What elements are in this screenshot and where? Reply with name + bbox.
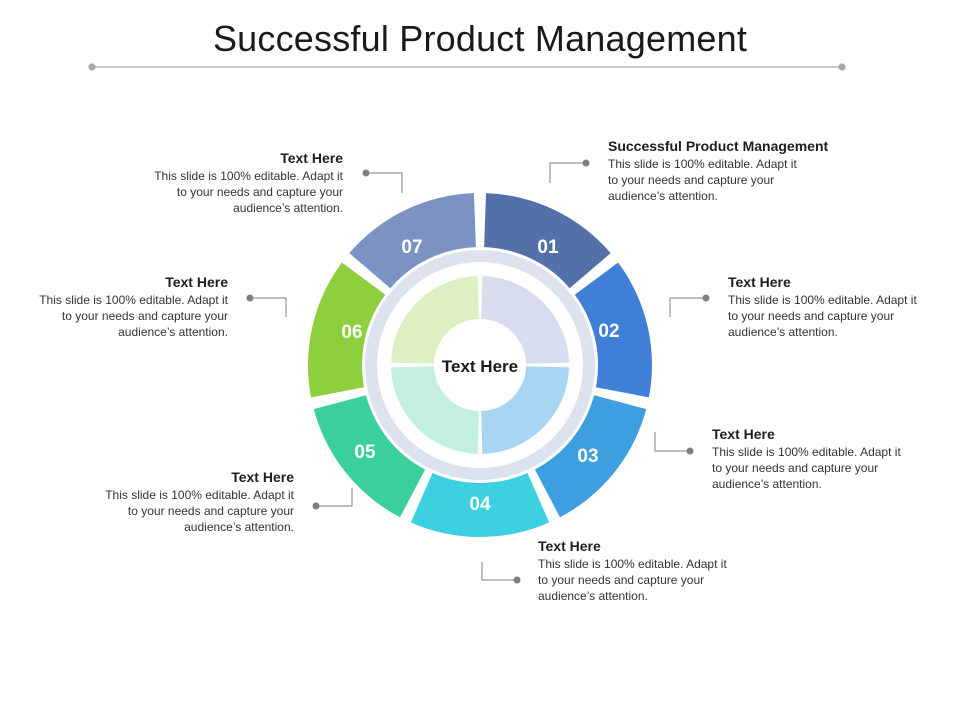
segment-number-04: 04 <box>469 494 491 515</box>
center-label: Text Here <box>442 357 518 376</box>
inner-quadrant-top-right <box>481 276 569 364</box>
connectors <box>246 159 710 584</box>
callout-03-text: This slide is 100% editable. Adapt it to… <box>712 445 901 491</box>
inner-quadrant-bottom-left <box>391 366 479 454</box>
connector-01 <box>549 159 590 183</box>
connector-02 <box>669 294 710 317</box>
segment-05 <box>313 395 426 518</box>
segment-number-06: 06 <box>341 322 362 343</box>
inner-quadrant-top-left <box>391 276 479 364</box>
callout-07-text: This slide is 100% editable. Adapt it to… <box>154 169 343 215</box>
callout-01-heading: Successful Product Management <box>608 138 829 154</box>
callout-06-heading: Text Here <box>165 274 228 290</box>
inner-quadrants <box>391 276 569 454</box>
segment-number-01: 01 <box>537 237 559 258</box>
segment-04 <box>410 473 550 538</box>
outer-segments <box>308 193 652 538</box>
segment-01 <box>484 193 611 289</box>
page-title: Successful Product Management <box>212 18 748 59</box>
callout-05: Text Here This slide is 100% editable. A… <box>94 469 294 535</box>
segment-07 <box>349 193 476 289</box>
callout-06-text: This slide is 100% editable. Adapt it to… <box>39 293 228 339</box>
connector-05 <box>312 488 353 510</box>
connector-06 <box>246 294 287 317</box>
callout-05-heading: Text Here <box>231 469 294 485</box>
segment-06 <box>308 262 386 398</box>
inner-quadrant-bottom-right <box>481 366 569 454</box>
segment-number-07: 07 <box>401 237 422 258</box>
segment-numbers: 01 02 03 04 05 06 07 <box>341 237 619 515</box>
callout-04: Text Here This slide is 100% editable. A… <box>538 538 738 604</box>
title-divider <box>88 63 846 71</box>
callout-04-heading: Text Here <box>538 538 601 554</box>
callout-06: Text Here This slide is 100% editable. A… <box>28 274 228 340</box>
connector-03 <box>654 432 694 455</box>
segment-number-02: 02 <box>598 321 619 342</box>
callout-03: Text Here This slide is 100% editable. A… <box>712 426 912 492</box>
callout-07: Text Here This slide is 100% editable. A… <box>143 150 343 216</box>
callout-01-text: This slide is 100% editable. Adapt it to… <box>608 157 797 203</box>
center-circle <box>434 319 526 411</box>
callout-01: Successful Product Management This slide… <box>608 138 878 204</box>
callout-05-text: This slide is 100% editable. Adapt it to… <box>105 488 294 534</box>
callout-02-heading: Text Here <box>728 274 791 290</box>
connector-04 <box>481 562 521 584</box>
segment-03 <box>534 395 647 518</box>
callout-02-text: This slide is 100% editable. Adapt it to… <box>728 293 917 339</box>
callout-02: Text Here This slide is 100% editable. A… <box>728 274 928 340</box>
callout-07-heading: Text Here <box>280 150 343 166</box>
callout-04-text: This slide is 100% editable. Adapt it to… <box>538 557 727 603</box>
connector-07 <box>362 169 403 193</box>
segment-number-05: 05 <box>354 442 376 463</box>
segment-number-03: 03 <box>577 446 598 467</box>
segment-02 <box>574 262 652 398</box>
callout-03-heading: Text Here <box>712 426 775 442</box>
